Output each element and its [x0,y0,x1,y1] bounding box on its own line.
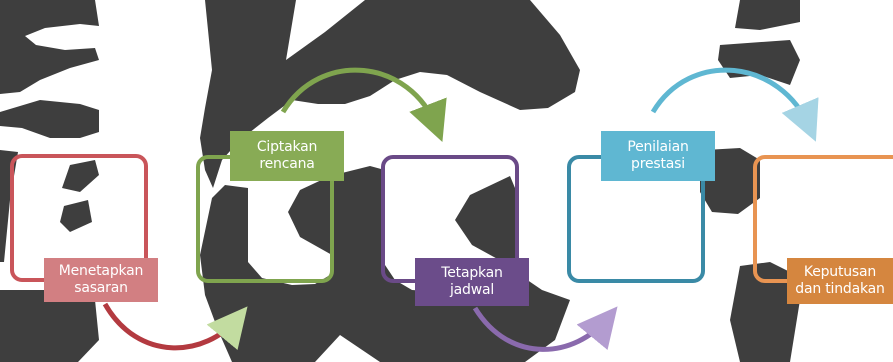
step-label-3: Tetapkan jadwal [415,258,529,306]
step-label-1: Menetapkan sasaran [44,258,158,302]
step-label-4: Penilaian prestasi [601,131,715,181]
step-label-2: Ciptakan rencana [230,131,344,181]
step-label-5: Keputusan dan tindakan [787,258,893,304]
